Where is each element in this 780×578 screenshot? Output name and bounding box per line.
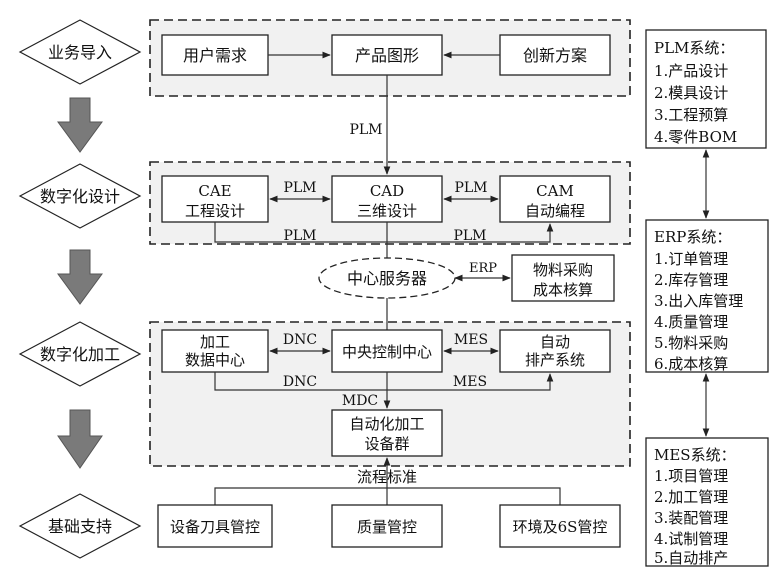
cad-box: CAD 三维设计 [331,175,443,223]
svg-text:用户需求: 用户需求 [183,46,247,65]
system-item: 2.加工管理 [654,488,728,506]
svg-text:加工: 加工 [200,333,230,351]
purchase-cost-box: 物料采购 成本核算 [511,254,615,302]
svg-text:环境及6S管控: 环境及6S管控 [513,518,608,536]
svg-text:CAM: CAM [536,182,574,200]
stage-business: 业务导入 [18,19,142,85]
stage-diamond [18,321,142,387]
stage-diamond [18,493,142,559]
svg-text:物料采购: 物料采购 [533,261,593,279]
svg-text:创新方案: 创新方案 [523,46,587,65]
svg-text:CAE: CAE [198,182,231,200]
product-graphic-box: 产品图形 [331,34,443,76]
system-item: 4.零件BOM [654,128,737,146]
plm-link-label: PLM [283,228,316,244]
system-item: 5.物料采购 [654,334,728,352]
plm-link-label: PLM [453,228,486,244]
svg-text:排产系统: 排产系统 [525,351,585,369]
svg-text:中央控制中心: 中央控制中心 [342,343,432,361]
system-item: 5.自动排产 [654,549,728,567]
stage-label: 数字化加工 [40,345,120,364]
down-arrow-icon [57,409,103,469]
svg-text:质量管控: 质量管控 [357,518,417,536]
stage-diamond [18,163,142,229]
quality-control-box: 质量管控 [331,504,443,548]
control-center-box: 中央控制中心 [331,329,443,373]
stage-diamond [18,19,142,85]
svg-text:设备群: 设备群 [364,435,409,453]
stage-label: 基础支持 [48,517,112,536]
mes-link-label: MES [453,374,487,390]
plm-link-label: PLM [454,180,487,196]
system-item: 1.订单管理 [654,250,728,268]
automated-equipment-box: 自动化加工 设备群 [331,409,443,457]
system-item: 2.模具设计 [654,84,728,102]
svg-text:CAD: CAD [370,182,404,200]
cam-box: CAM 自动编程 [499,175,611,223]
svg-text:设备刀具管控: 设备刀具管控 [170,518,260,536]
mes-link-label: MES [454,332,488,348]
scheduling-box: 自动 排产系统 [499,329,611,373]
system-title: MES系统： [654,446,736,464]
stage-label: 业务导入 [48,43,112,62]
tool-control-box: 设备刀具管控 [157,504,273,548]
system-item: 1.项目管理 [654,467,728,485]
svg-text:工程设计: 工程设计 [185,202,245,220]
svg-text:自动化加工: 自动化加工 [349,415,424,433]
mdc-link-label: MDC [342,393,378,409]
svg-text:三维设计: 三维设计 [357,202,417,220]
data-center-box: 加工 数据中心 [161,329,269,373]
plm-link-label: PLM [349,122,382,138]
system-item: 3.装配管理 [654,509,728,527]
svg-text:自动编程: 自动编程 [525,202,585,220]
svg-text:自动: 自动 [540,333,570,351]
stage-label: 数字化设计 [40,187,120,206]
system-title: ERP系统： [654,228,731,246]
mes-system-box: MES系统： 1.项目管理 2.加工管理 3.装配管理 4.试制管理 5.自动排… [645,437,769,567]
system-item: 6.成本核算 [654,355,728,373]
plm-link-label: PLM [283,180,316,196]
process-standard-label: 流程标准 [357,468,417,486]
innovation-plan-box: 创新方案 [499,34,611,76]
stage-design: 数字化设计 [18,163,142,229]
system-item: 4.试制管理 [654,530,728,548]
system-title: PLM系统： [654,39,734,57]
central-server-label: 中心服务器 [347,269,427,288]
dnc-link-label: DNC [283,332,317,348]
stage-support: 基础支持 [18,493,142,559]
system-item: 1.产品设计 [654,62,728,80]
system-item: 2.库存管理 [654,271,728,289]
plm-system-box: PLM系统： 1.产品设计 2.模具设计 3.工程预算 4.零件BOM [645,29,767,149]
svg-text:成本核算: 成本核算 [533,281,593,299]
system-item: 4.质量管理 [654,313,728,331]
cae-box: CAE 工程设计 [161,175,269,223]
connector [214,372,554,391]
down-arrow-icon [57,249,103,305]
system-item: 3.出入库管理 [654,292,743,310]
connector [214,222,554,243]
down-arrow-icon [57,97,103,153]
svg-text:产品图形: 产品图形 [355,46,419,65]
dnc-link-label: DNC [283,374,317,390]
env-control-box: 环境及6S管控 [499,504,621,548]
user-demand-box: 用户需求 [161,34,269,76]
system-item: 3.工程预算 [654,106,728,124]
erp-link-label: ERP [469,261,497,276]
svg-text:数据中心: 数据中心 [185,351,245,369]
stage-machining: 数字化加工 [18,321,142,387]
erp-system-box: ERP系统： 1.订单管理 2.库存管理 3.出入库管理 4.质量管理 5.物料… [645,219,769,373]
